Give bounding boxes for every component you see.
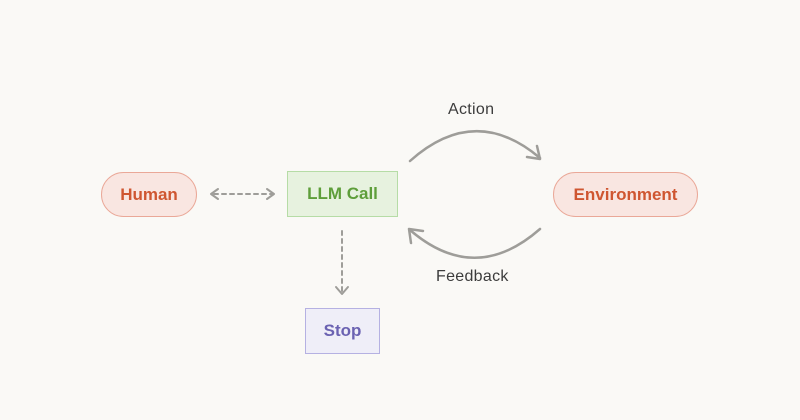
feedback-arc [407,227,542,259]
feedback-label: Feedback [436,268,509,285]
human-llm-edge [210,188,275,200]
environment-label: Environment [573,184,678,204]
action-label: Action [448,101,495,118]
action-arc [408,130,542,163]
human-label: Human [120,184,178,204]
llm-call-label: LLM Call [307,184,378,203]
human-node: Human [101,172,197,217]
llm-call-node: LLM Call [287,171,398,217]
stop-label: Stop [323,321,362,340]
stop-node: Stop [305,308,380,354]
llm-stop-edge [335,230,349,295]
environment-node: Environment [553,172,698,217]
